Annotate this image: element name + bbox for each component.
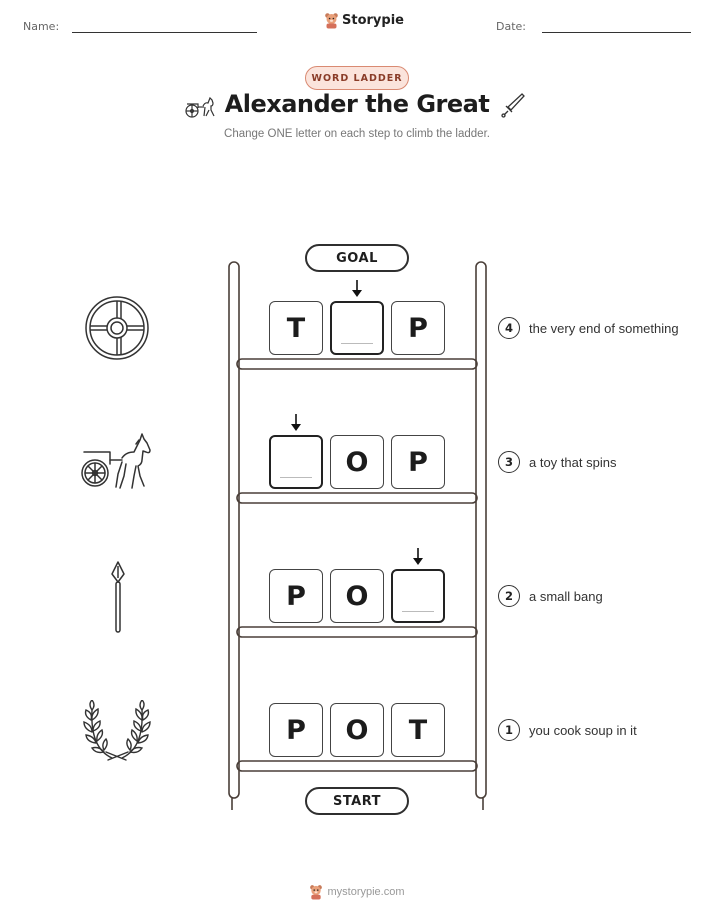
letter-tile: O bbox=[330, 703, 384, 757]
ladder-rung-2 bbox=[236, 626, 478, 638]
footer-url[interactable]: mystorypie.com bbox=[327, 886, 405, 898]
page-title: Alexander the Great bbox=[224, 90, 490, 118]
word-ladder-badge: WORD LADDER bbox=[305, 66, 409, 90]
start-label: START bbox=[305, 787, 409, 815]
letter-tile: P bbox=[391, 301, 445, 355]
ladder-rung-1 bbox=[236, 760, 478, 772]
clue-number: 2 bbox=[498, 585, 520, 607]
chariot-small-icon bbox=[185, 96, 215, 118]
instructions: Change ONE letter on each step to climb … bbox=[224, 128, 490, 140]
clue-3: 3 a toy that spins bbox=[498, 451, 616, 473]
blank-letter-input[interactable] bbox=[391, 569, 445, 623]
name-line[interactable] bbox=[72, 32, 257, 33]
storypie-bear-icon bbox=[310, 885, 323, 900]
sword-icon bbox=[501, 93, 525, 118]
clue-text: you cook soup in it bbox=[529, 722, 637, 738]
clue-text: a small bang bbox=[529, 588, 603, 604]
blank-underline bbox=[280, 477, 312, 478]
ladder-rung-4 bbox=[236, 358, 478, 370]
letter-tile: T bbox=[391, 703, 445, 757]
clue-2: 2 a small bang bbox=[498, 585, 603, 607]
clue-number: 1 bbox=[498, 719, 520, 741]
brand-logo: Storypie bbox=[324, 12, 404, 29]
ladder bbox=[228, 261, 487, 810]
arrow-down-icon bbox=[291, 414, 301, 431]
blank-letter-input[interactable] bbox=[330, 301, 384, 355]
date-label: Date: bbox=[496, 20, 526, 33]
letter-tile: P bbox=[391, 435, 445, 489]
letter-tile: P bbox=[269, 569, 323, 623]
spear-icon bbox=[111, 561, 125, 633]
date-line[interactable] bbox=[542, 32, 691, 33]
letter-tile: T bbox=[269, 301, 323, 355]
footer: mystorypie.com bbox=[0, 884, 714, 900]
letter-tile: O bbox=[330, 569, 384, 623]
clue-number: 4 bbox=[498, 317, 520, 339]
ladder-rung-3 bbox=[236, 492, 478, 504]
ladder-rail-right bbox=[475, 261, 487, 799]
blank-underline bbox=[402, 611, 434, 612]
clue-4: 4 the very end of something bbox=[498, 317, 679, 339]
blank-underline bbox=[341, 343, 373, 344]
letter-tile: P bbox=[269, 703, 323, 757]
arrow-down-icon bbox=[413, 548, 423, 565]
arrow-down-icon bbox=[352, 280, 362, 297]
ladder-rail-left bbox=[228, 261, 240, 799]
clue-number: 3 bbox=[498, 451, 520, 473]
clue-1: 1 you cook soup in it bbox=[498, 719, 637, 741]
laurel-wreath-icon bbox=[83, 700, 151, 761]
name-label: Name: bbox=[23, 20, 60, 33]
clue-text: a toy that spins bbox=[529, 454, 617, 470]
goal-label: GOAL bbox=[305, 244, 409, 272]
letter-tile: O bbox=[330, 435, 384, 489]
clue-text: the very end of something bbox=[529, 320, 679, 336]
storypie-bear-icon bbox=[325, 13, 338, 29]
chariot-icon bbox=[81, 433, 151, 489]
shield-icon bbox=[85, 296, 149, 360]
brand-name: Storypie bbox=[342, 13, 404, 28]
blank-letter-input[interactable] bbox=[269, 435, 323, 489]
